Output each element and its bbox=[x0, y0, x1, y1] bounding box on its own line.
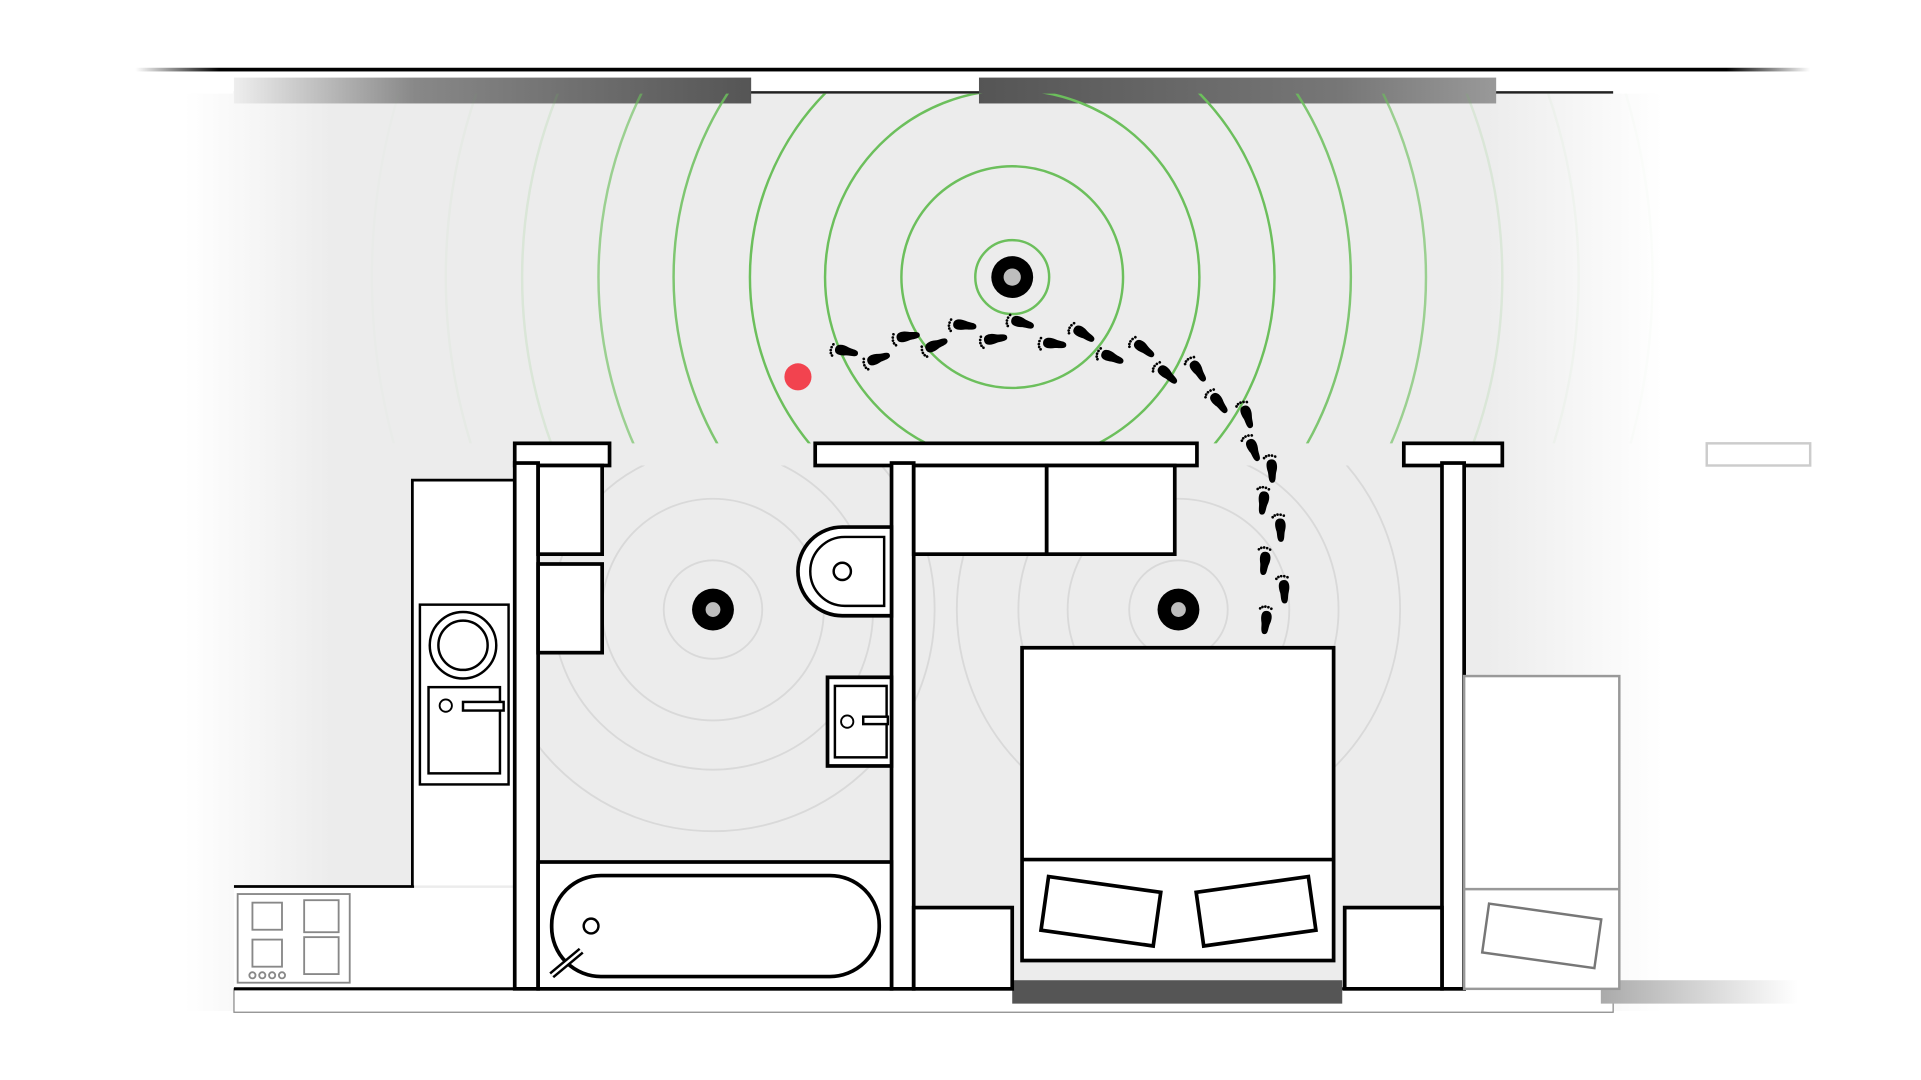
footprint-icon bbox=[1183, 355, 1207, 382]
footprint-icon bbox=[862, 352, 890, 371]
signal-ring bbox=[444, 93, 1580, 444]
footprint-icon bbox=[1095, 347, 1124, 364]
window-bottom-right bbox=[1600, 980, 1798, 1004]
window-bottom bbox=[1012, 980, 1343, 1004]
bathtub bbox=[536, 860, 894, 991]
footprint-icon bbox=[1262, 454, 1278, 483]
signal-ring bbox=[974, 238, 1051, 316]
signal-ring bbox=[370, 93, 1654, 444]
footprint-icon bbox=[1128, 335, 1155, 358]
footprint-icon bbox=[1240, 434, 1260, 462]
footprint-icon bbox=[947, 318, 977, 333]
kitchen-counter bbox=[233, 478, 515, 889]
bathroom-sink bbox=[825, 675, 894, 768]
footprint-icon bbox=[1235, 400, 1254, 429]
footprint-icon bbox=[1275, 574, 1290, 604]
wall-right bbox=[1440, 461, 1466, 991]
washing-machine bbox=[418, 603, 510, 786]
faint-ring bbox=[538, 465, 936, 833]
wardrobe-right bbox=[1044, 463, 1177, 557]
motion-sensor-icon[interactable] bbox=[991, 256, 1034, 299]
signal-rings bbox=[370, 93, 1654, 444]
footprint-icon bbox=[1256, 485, 1271, 515]
right-room-furniture bbox=[1462, 674, 1621, 991]
motion-sensor-icon[interactable] bbox=[692, 588, 734, 631]
footprint-icon bbox=[891, 331, 920, 347]
footprint-icon bbox=[1257, 546, 1272, 575]
footprint-icon bbox=[1151, 361, 1178, 384]
nightstand-left bbox=[911, 905, 1015, 991]
wardrobe-left bbox=[911, 463, 1049, 557]
footprint-icon bbox=[829, 343, 859, 357]
bath-shelf-top bbox=[536, 463, 605, 557]
footprint-icon bbox=[1037, 336, 1067, 351]
motion-sensor-icon[interactable] bbox=[1157, 588, 1200, 631]
footprint-icon bbox=[1204, 388, 1228, 414]
bottom-wall bbox=[233, 988, 1614, 1013]
stove bbox=[236, 893, 351, 984]
footprint-icon bbox=[1271, 513, 1286, 542]
window-top-right bbox=[978, 77, 1497, 104]
signal-ring bbox=[672, 93, 1352, 444]
wall-mid-cap bbox=[813, 441, 1199, 468]
bath-shelf-bottom bbox=[536, 562, 605, 655]
footprint-icon bbox=[1258, 605, 1273, 635]
bed bbox=[1020, 645, 1336, 963]
toilet bbox=[796, 525, 894, 618]
footprint-icon bbox=[1067, 321, 1095, 342]
footprint-icon bbox=[1005, 313, 1034, 329]
signal-ring bbox=[521, 93, 1504, 444]
wall-mid bbox=[889, 461, 916, 991]
signal-ring bbox=[748, 93, 1276, 444]
wall-far-right bbox=[1705, 442, 1812, 467]
top-wall-inner bbox=[233, 91, 1614, 94]
signal-ring bbox=[823, 93, 1201, 444]
signal-ring bbox=[900, 165, 1125, 390]
footprint-icon bbox=[978, 333, 1008, 350]
window-top-left bbox=[233, 77, 752, 104]
footprint-icon bbox=[920, 338, 948, 358]
nightstand-right bbox=[1342, 905, 1444, 991]
top-wall bbox=[135, 67, 1811, 72]
signal-ring bbox=[597, 93, 1428, 444]
red-dot-marker bbox=[784, 363, 812, 391]
faint-ring bbox=[662, 559, 764, 660]
footsteps-path bbox=[829, 313, 1290, 635]
wall-left bbox=[512, 461, 540, 991]
